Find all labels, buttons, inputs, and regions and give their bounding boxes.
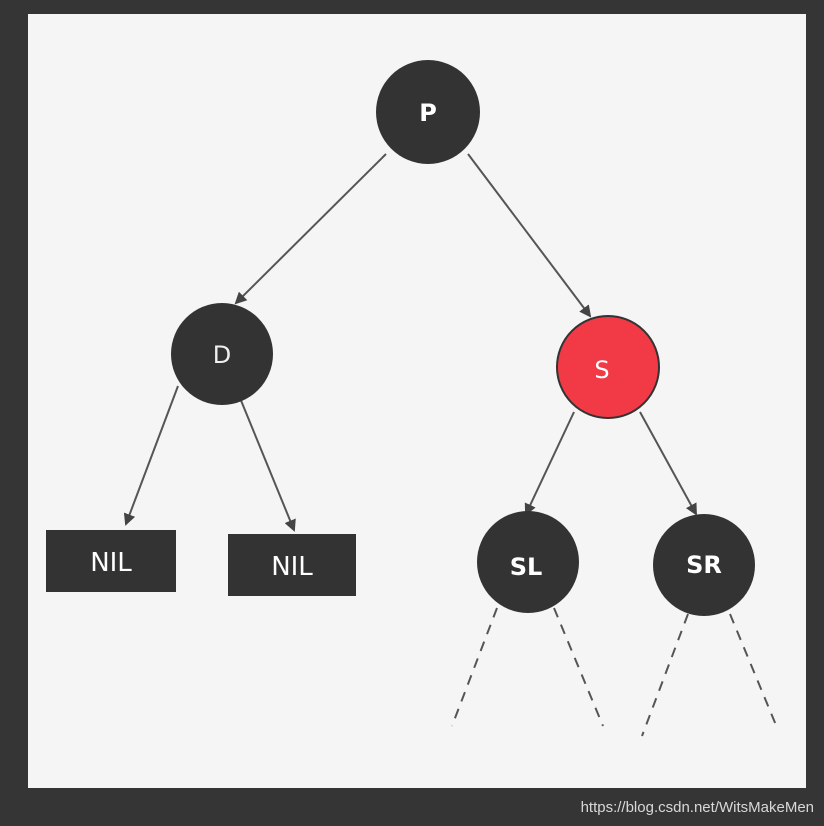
node-sl: SL (477, 511, 579, 613)
node-s-circle (556, 315, 660, 419)
node-sl-circle (477, 511, 579, 613)
node-sr: SR (653, 514, 755, 616)
dashed-edge-sr-right (729, 613, 779, 731)
node-p-label: P (419, 99, 437, 127)
edge-d-nil-right (239, 397, 296, 532)
node-s: S (556, 315, 660, 419)
nil-leaf-left: NIL (46, 530, 176, 592)
dashed-edge-sl-left (451, 607, 498, 727)
node-d: D (171, 303, 273, 405)
node-sl-label: SL (510, 553, 543, 581)
nil-leaf-left-box (46, 530, 176, 592)
node-p-circle (376, 60, 480, 164)
node-sr-circle (653, 514, 755, 616)
edge-d-nil-left (123, 385, 179, 526)
nil-leaf-left-label: NIL (90, 548, 132, 578)
node-d-circle (171, 303, 273, 405)
node-p: P (376, 60, 480, 164)
nil-leaf-right: NIL (228, 534, 356, 596)
edge-p-d (234, 153, 387, 305)
node-sr-label: SR (686, 551, 722, 579)
nil-leaf-right-box (228, 534, 356, 596)
edge-p-s (467, 153, 592, 318)
edge-s-sl (524, 411, 575, 516)
node-s-label: S (594, 356, 609, 384)
watermark-url: https://blog.csdn.net/WitsMakeMen (580, 799, 814, 816)
nil-leaf-right-label: NIL (271, 552, 313, 582)
dashed-edge-sl-right (553, 607, 604, 727)
dashed-edge-sr-left (641, 613, 689, 737)
edge-s-sr (639, 411, 697, 516)
node-d-label: D (213, 341, 231, 369)
